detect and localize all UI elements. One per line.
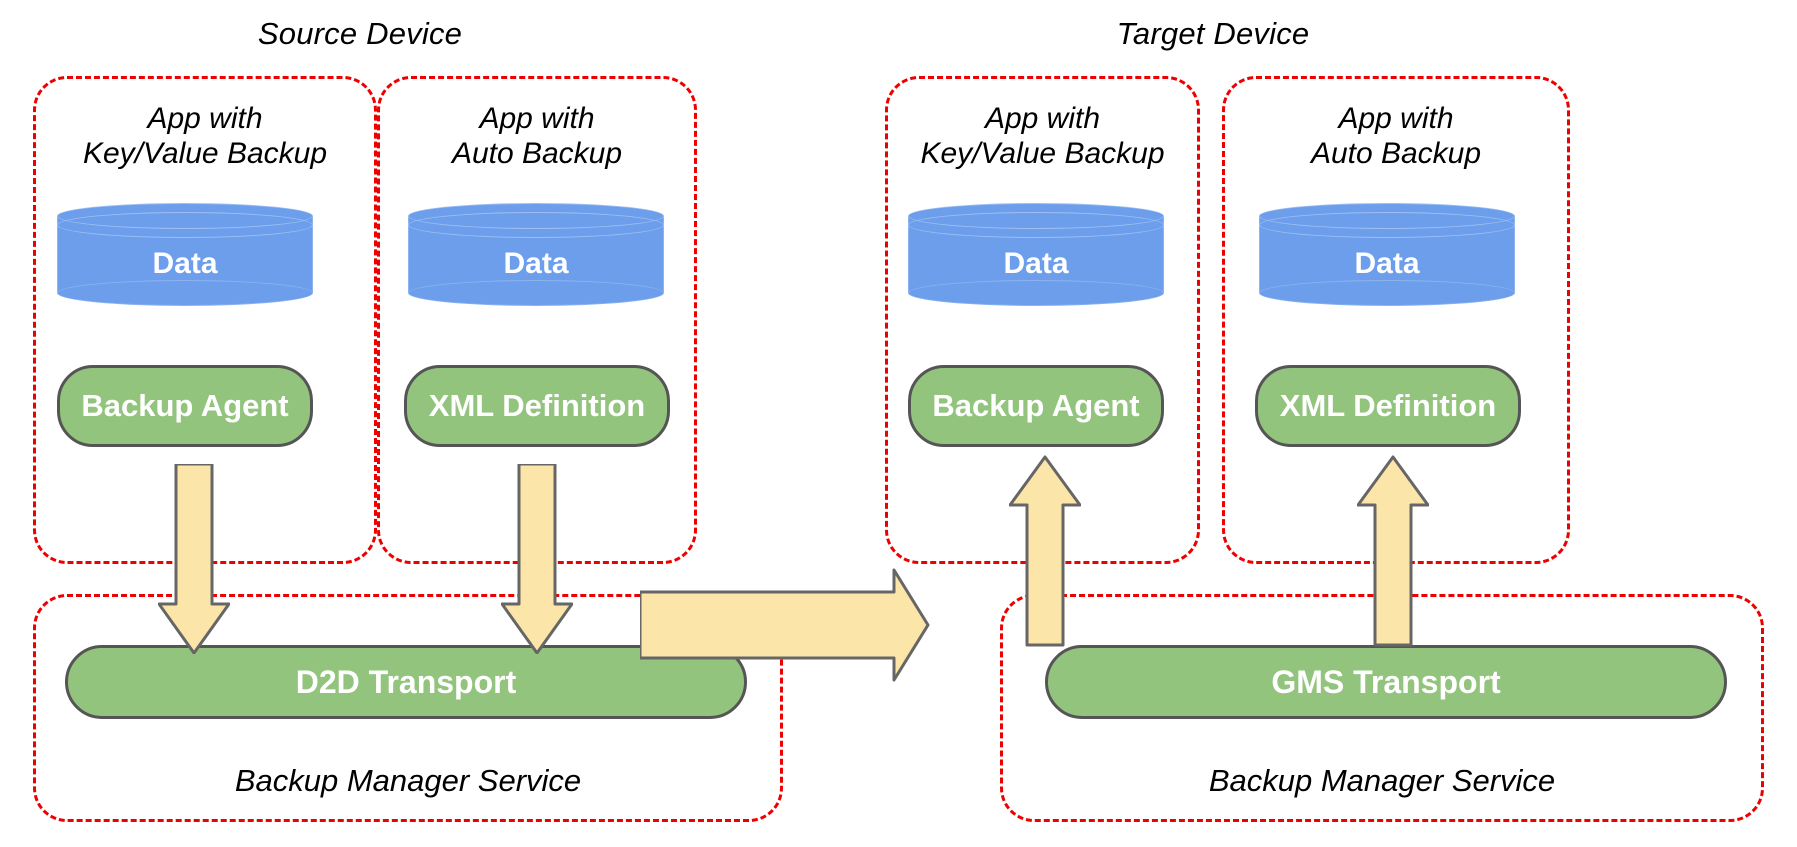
cylinder-bottom: [1259, 280, 1515, 306]
data-cylinder-label: Data: [152, 247, 218, 280]
gms-transport[interactable]: GMS Transport: [1045, 645, 1727, 719]
cylinder-bottom: [57, 280, 313, 306]
backup-agent-target[interactable]: Backup Agent: [908, 365, 1164, 447]
cylinder-bottom: [908, 280, 1164, 306]
data-cylinder-label: Data: [1354, 247, 1420, 280]
panel-title-target-backup-manager-service: Backup Manager Service: [1208, 763, 1556, 798]
panel-title-source-app-key-value: App with Key/Value Backup: [82, 102, 328, 170]
d2d-transport[interactable]: D2D Transport: [65, 645, 747, 719]
arrow-right-d2d-to-gms: [640, 568, 930, 682]
arrow-up-target-auto-backup: [1357, 455, 1429, 647]
source-device-title: Source Device: [257, 16, 463, 51]
backup-agent-source[interactable]: Backup Agent: [57, 365, 313, 447]
xml-definition-target[interactable]: XML Definition: [1255, 365, 1521, 447]
panel-title-target-app-auto-backup: App with Auto Backup: [1310, 102, 1482, 170]
data-cylinder-source-key-value: Data: [57, 203, 313, 306]
panel-title-target-app-key-value: App with Key/Value Backup: [920, 102, 1165, 170]
arrow-up-target-key-value: [1009, 455, 1081, 647]
panel-source-app-auto-backup[interactable]: App with Auto Backup: [377, 76, 697, 564]
arrow-down-source-key-value: [158, 464, 230, 654]
cylinder-lip: [1259, 212, 1515, 238]
data-cylinder-target-key-value: Data: [908, 203, 1164, 306]
panel-source-backup-manager-service[interactable]: Backup Manager Service: [33, 594, 783, 822]
cylinder-lip: [908, 212, 1164, 238]
panel-title-source-app-auto-backup: App with Auto Backup: [451, 102, 623, 170]
arrow-down-source-auto-backup: [501, 464, 573, 654]
target-device-title: Target Device: [1116, 16, 1310, 51]
data-cylinder-label: Data: [1003, 247, 1069, 280]
panel-title-source-backup-manager-service: Backup Manager Service: [234, 763, 582, 798]
cylinder-bottom: [408, 280, 664, 306]
xml-definition-source[interactable]: XML Definition: [404, 365, 670, 447]
data-cylinder-label: Data: [503, 247, 569, 280]
cylinder-lip: [408, 212, 664, 238]
panel-target-backup-manager-service[interactable]: Backup Manager Service: [1000, 594, 1764, 822]
data-cylinder-target-auto: Data: [1259, 203, 1515, 306]
data-cylinder-source-auto: Data: [408, 203, 664, 306]
cylinder-lip: [57, 212, 313, 238]
